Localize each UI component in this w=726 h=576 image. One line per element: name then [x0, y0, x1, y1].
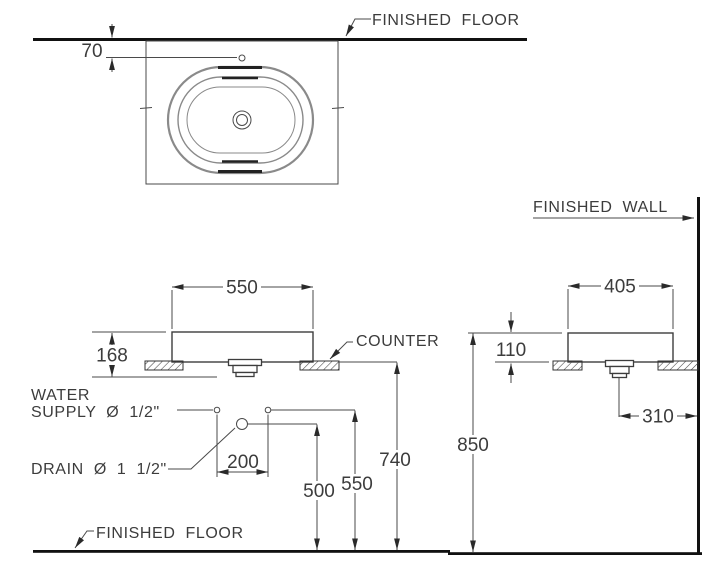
- faucet-hole: [238, 54, 246, 62]
- drain-leader: [168, 427, 236, 470]
- counter-label-text: COUNTER: [356, 333, 439, 350]
- dim-550-width: 550: [171, 278, 314, 329]
- basin-front: [171, 331, 314, 363]
- finished-floor-top-text: FINISHED FLOOR: [372, 12, 520, 29]
- finished-floor-top-label: FINISHED FLOOR: [345, 12, 520, 37]
- dim-110-rim: 110: [495, 312, 549, 383]
- finished-wall-line: [697, 197, 700, 555]
- supply-point-left: [213, 406, 221, 414]
- counter-hatch-side-right: [657, 360, 699, 371]
- dim-168-text: 168: [96, 346, 128, 367]
- counter-label: COUNTER: [329, 333, 439, 360]
- finished-floor-line-left: [33, 550, 450, 553]
- dim-200-text: 200: [227, 452, 259, 473]
- drain-plan-outer: [232, 110, 252, 130]
- dim-850-text: 850: [457, 435, 489, 456]
- dim-500-drain-height: 500: [248, 423, 335, 550]
- dim-550-supply-height: 550: [271, 409, 373, 550]
- supply-point-right: [264, 406, 272, 414]
- dim-200-spacing: 200: [216, 414, 269, 477]
- dim-550-supply-text: 550: [341, 474, 373, 495]
- drain-fitting-front: [227, 358, 263, 378]
- drain-label: DRAIN Ø 1 1/2": [31, 461, 167, 478]
- dim-310-offset: 310: [618, 377, 697, 428]
- dim-740-counter-height: 740: [379, 362, 411, 550]
- counter-hatch-front-left: [144, 360, 184, 371]
- finished-floor-bottom-text: FINISHED FLOOR: [96, 525, 244, 542]
- finished-floor-line-right: [448, 552, 702, 555]
- dim-500-text: 500: [303, 481, 335, 502]
- floor-lines: FINISHED FLOOR: [33, 525, 702, 555]
- finished-wall-label: FINISHED WALL: [533, 199, 694, 221]
- basin-rim-outer: [166, 65, 315, 175]
- water-supply-label-line2: SUPPLY Ø 1/2": [31, 404, 160, 421]
- dim-405-depth: 405: [567, 277, 674, 329]
- dim-110-text: 110: [496, 340, 526, 361]
- plan-view: 70 FINISHED FLOOR: [33, 12, 527, 185]
- drain-fitting-side: [604, 359, 635, 379]
- counter-outline-plan: [145, 40, 339, 185]
- counter-hatch-front-right: [299, 360, 340, 371]
- dim-405-text: 405: [604, 277, 636, 298]
- dim-70-text: 70: [81, 41, 102, 62]
- basin-rim-inner: [177, 76, 304, 164]
- finished-floor-line-top: [33, 38, 527, 41]
- finished-floor-bottom-label: FINISHED FLOOR: [74, 525, 244, 549]
- dim-550-width-text: 550: [226, 278, 258, 299]
- water-supply-label-line1: WATER: [31, 387, 90, 404]
- dim-850-rim-height: 850: [457, 332, 562, 552]
- side-elevation: FINISHED WALL 405 110: [495, 197, 700, 555]
- dim-70: 70: [81, 24, 237, 72]
- counter-hatch-side-left: [552, 360, 583, 371]
- dim-740-text: 740: [379, 450, 411, 471]
- break-tick-left: [139, 107, 153, 109]
- front-elevation: 550 168 COUNTER: [92, 278, 439, 378]
- rough-in-dimensions: WATER SUPPLY Ø 1/2" DRAIN Ø 1 1/2" 200 5…: [31, 332, 562, 552]
- basin-side: [567, 332, 674, 363]
- drain-plan-inner: [236, 114, 248, 126]
- dim-310-text: 310: [642, 407, 674, 428]
- dim-168-height: 168: [92, 331, 217, 378]
- break-tick-right: [331, 107, 345, 109]
- basin-bowl-outline: [186, 86, 296, 154]
- finished-wall-text: FINISHED WALL: [533, 199, 668, 216]
- drain-point: [236, 418, 248, 430]
